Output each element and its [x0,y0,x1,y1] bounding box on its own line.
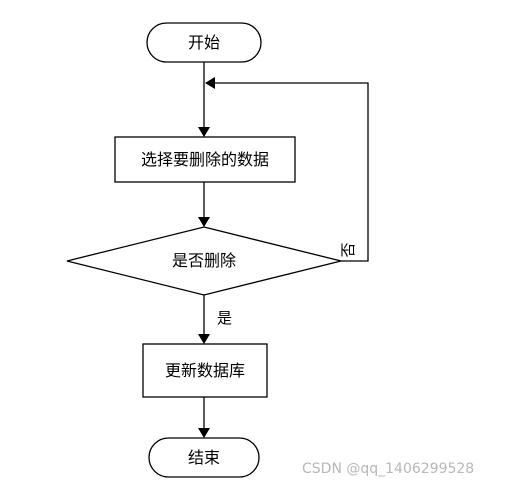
decision-label: 是否删除 [172,251,236,270]
select-data-label: 选择要删除的数据 [141,150,269,169]
start-label: 开始 [188,33,220,52]
no-label: 否 [339,242,357,257]
watermark: CSDN @qq_1406299528 [302,461,475,477]
select-data-node: 选择要删除的数据 [114,136,296,183]
yes-label: 是 [217,309,232,327]
start-node: 开始 [146,22,262,63]
end-node: 结束 [148,437,260,478]
update-database-label: 更新数据库 [165,361,245,380]
update-database-node: 更新数据库 [142,343,268,398]
end-label: 结束 [188,448,220,467]
edge-no-loop-back [205,77,369,262]
delete-decision-node: 是否删除 [66,226,342,296]
